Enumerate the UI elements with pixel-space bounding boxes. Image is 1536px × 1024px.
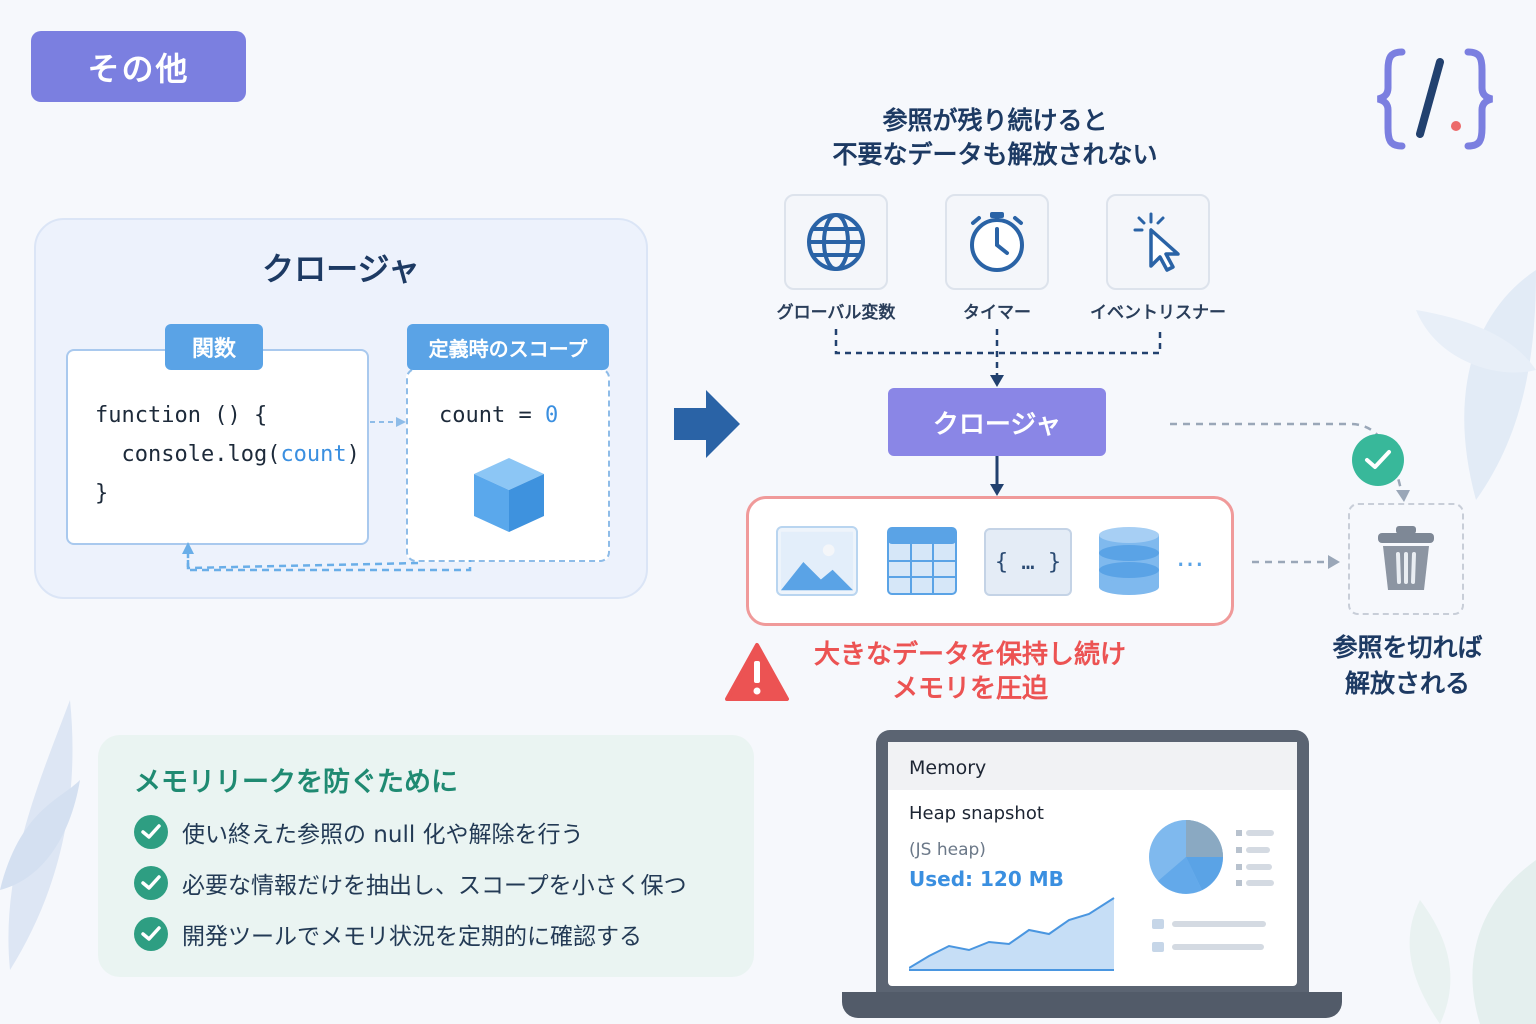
reference-heading: 参照が残り続けると 不要なデータも解放されない [760,104,1230,172]
leaf-decoration-bottom-right [1409,860,1536,1024]
memory-area-graph-icon [909,897,1115,971]
release-text: 参照を切れば 解放される [1310,630,1505,702]
object-braces-icon: { … } [984,528,1072,596]
function-box: function () { console.log(count) } [66,349,369,545]
scope-variable: count = 0 [439,403,558,428]
check-badge-icon [1352,434,1404,486]
table-icon [886,526,958,596]
code-line-2-prefix: console.log( [95,442,281,467]
scope-tag: 定義時のスコープ [407,324,609,370]
stopwatch-icon [970,212,1024,272]
closure-bottom-connector [186,560,472,572]
closure-node: クロージャ [888,388,1106,456]
closure-connectors [182,417,420,570]
tip-item-1: 使い終えた参照の null 化や解除を行う [134,815,584,849]
leaf-decoration-left [0,700,80,970]
tip-text-2: 必要な情報だけを抽出し、スコープを小さく保つ [182,873,687,899]
source-label-timer: タイマー [963,303,1031,323]
more-dots-icon: … [1176,540,1206,573]
check-icon [134,917,168,951]
scope-variable-name: count = [439,403,545,428]
tip-text-1: 使い終えた参照の null 化や解除を行う [182,822,584,848]
scope-box: count = 0 [406,368,610,562]
memory-list-icon [1152,919,1266,952]
garbage-collection-box [1348,503,1464,615]
cursor-click-icon [1133,212,1180,272]
category-badge: その他 [31,31,246,102]
warning-line1: 大きなデータを保持し続け [813,640,1126,670]
code-line-2: console.log(count) [95,442,360,467]
tips-panel [98,735,754,977]
trash-can-icon [1378,526,1434,590]
cube-icon [474,458,544,532]
reference-heading-line2: 不要なデータも解放されない [832,140,1158,169]
tip-item-3: 開発ツールでメモリ状況を定期的に確認する [134,917,642,951]
globe-icon [807,213,865,271]
object-braces-label: { … } [994,549,1062,575]
reference-heading-line1: 参照が残り続けると [882,106,1108,135]
transition-arrow-icon [674,390,740,458]
heap-sub-label: (JS heap) [909,840,986,860]
warning-text: 大きなデータを保持し続け メモリを圧迫 [790,638,1150,706]
source-label-listener: イベントリスナー [1090,303,1226,323]
closure-title: クロージャ [262,250,420,288]
code-logo-icon [1377,48,1493,150]
heap-snapshot-label: Heap snapshot [909,803,1044,824]
warning-triangle-icon [725,643,789,701]
closure-to-data-arrow [990,456,1004,496]
memory-panel-title: Memory [909,757,987,779]
code-line-1: function () { [95,403,268,428]
check-icon [134,866,168,900]
leaf-decoration-right [1416,270,1536,500]
function-tag: 関数 [165,324,263,370]
tips-title: メモリリークを防ぐために [134,767,458,798]
release-line1: 参照を切れば [1332,633,1483,662]
release-line2: 解放される [1344,669,1470,698]
source-card-listener [1106,194,1210,290]
memory-panel-header [888,742,1297,790]
memory-legend-icon [1236,830,1274,886]
source-connectors [834,329,1162,387]
source-card-global [784,194,888,290]
image-icon [776,526,858,596]
data-to-trash-arrow [1252,555,1340,569]
code-variable-count: count [280,442,347,467]
memory-pie-icon [1149,820,1223,894]
tip-item-2: 必要な情報だけを抽出し、スコープを小さく保つ [134,866,687,900]
source-card-timer [945,194,1049,290]
release-path-connector [1170,422,1410,502]
warning-line2: メモリを圧迫 [891,674,1048,704]
code-line-2-suffix: ) [346,442,360,467]
database-icon [1096,526,1162,596]
scope-variable-value: 0 [544,403,559,428]
laptop-base [842,992,1342,1018]
tip-text-3: 開発ツールでメモリ状況を定期的に確認する [182,924,642,950]
source-label-global: グローバル変数 [776,303,896,323]
check-icon [134,815,168,849]
code-line-3: } [95,481,109,506]
heap-used-label: Used: 120 MB [909,867,1064,891]
